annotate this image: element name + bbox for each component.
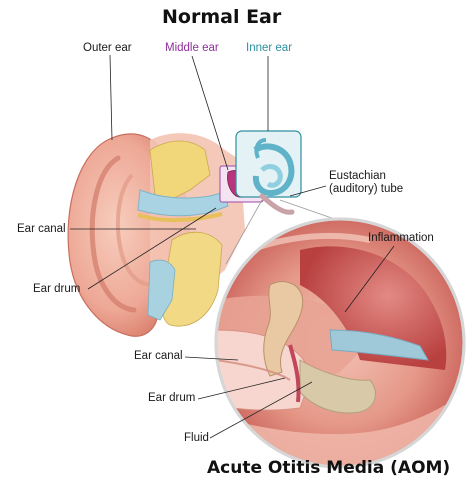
label-ear-canal: Ear canal xyxy=(17,223,66,236)
label-ear-drum-zoom: Ear drum xyxy=(148,392,195,405)
label-eustachian-line2: (auditory) tube xyxy=(329,183,403,196)
bottom-title: Acute Otitis Media (AOM) xyxy=(207,458,450,478)
label-outer-ear: Outer ear xyxy=(83,42,132,55)
label-middle-ear: Middle ear xyxy=(165,42,219,55)
label-eustachian-line1: Eustachian xyxy=(329,170,386,183)
label-ear-canal-zoom: Ear canal xyxy=(134,350,183,363)
eustachian-tube-illustration xyxy=(262,196,292,212)
label-inflammation: Inflammation xyxy=(368,232,434,245)
label-ear-drum: Ear drum xyxy=(33,283,80,296)
inner-ear-illustration xyxy=(236,131,301,197)
page-title: Normal Ear xyxy=(162,6,281,28)
aom-zoom-view xyxy=(216,219,464,470)
label-fluid: Fluid xyxy=(184,432,209,445)
label-inner-ear: Inner ear xyxy=(246,42,292,55)
